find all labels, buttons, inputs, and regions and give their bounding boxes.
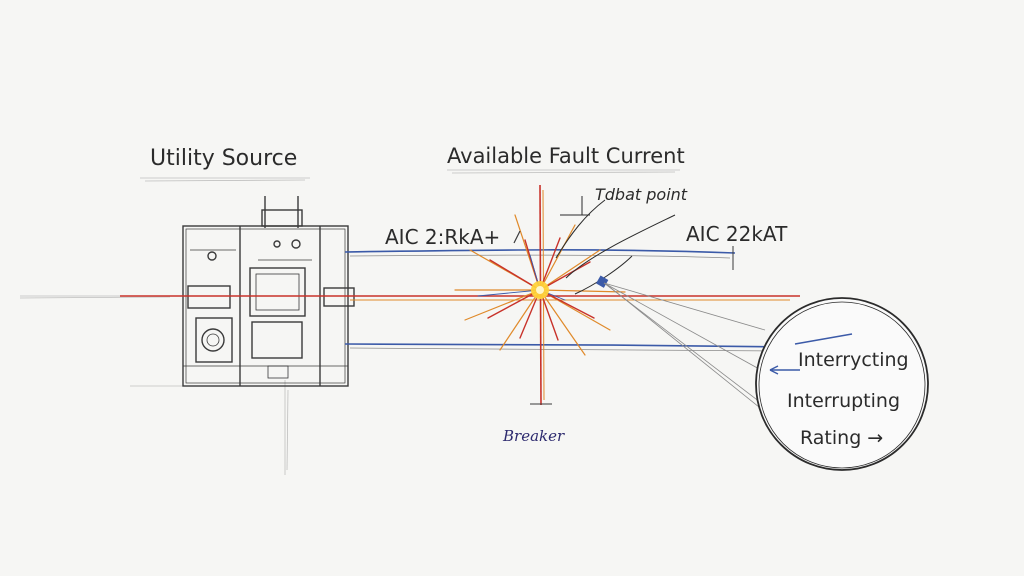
- utility-source-label: Utility Source: [150, 146, 297, 171]
- guide-lines: [19, 169, 680, 475]
- utility-source-equipment: [182, 196, 355, 387]
- breaker-contact-marker: [513, 230, 609, 288]
- magnifier-lens: [755, 297, 929, 471]
- blue-conductor-bottom: [344, 343, 791, 348]
- fault-point-label: Tdbat point: [595, 185, 688, 204]
- magnifier-text-line1: Interrycting: [798, 349, 909, 371]
- red-conductor-middle: [119, 294, 801, 297]
- magnifier-text-line2: Interrupting: [787, 390, 900, 412]
- aic-right-label: AIC 22kAT: [686, 222, 788, 246]
- aic-left-label: AIC 2:RkA+: [385, 225, 500, 249]
- fault-burst: [454, 214, 626, 356]
- fault-point-pointer: [555, 196, 676, 295]
- magnifier-text-line3: Rating →: [800, 427, 883, 449]
- breaker-label: Breaker: [502, 427, 565, 445]
- available-fault-current-label: Available Fault Current: [447, 144, 685, 168]
